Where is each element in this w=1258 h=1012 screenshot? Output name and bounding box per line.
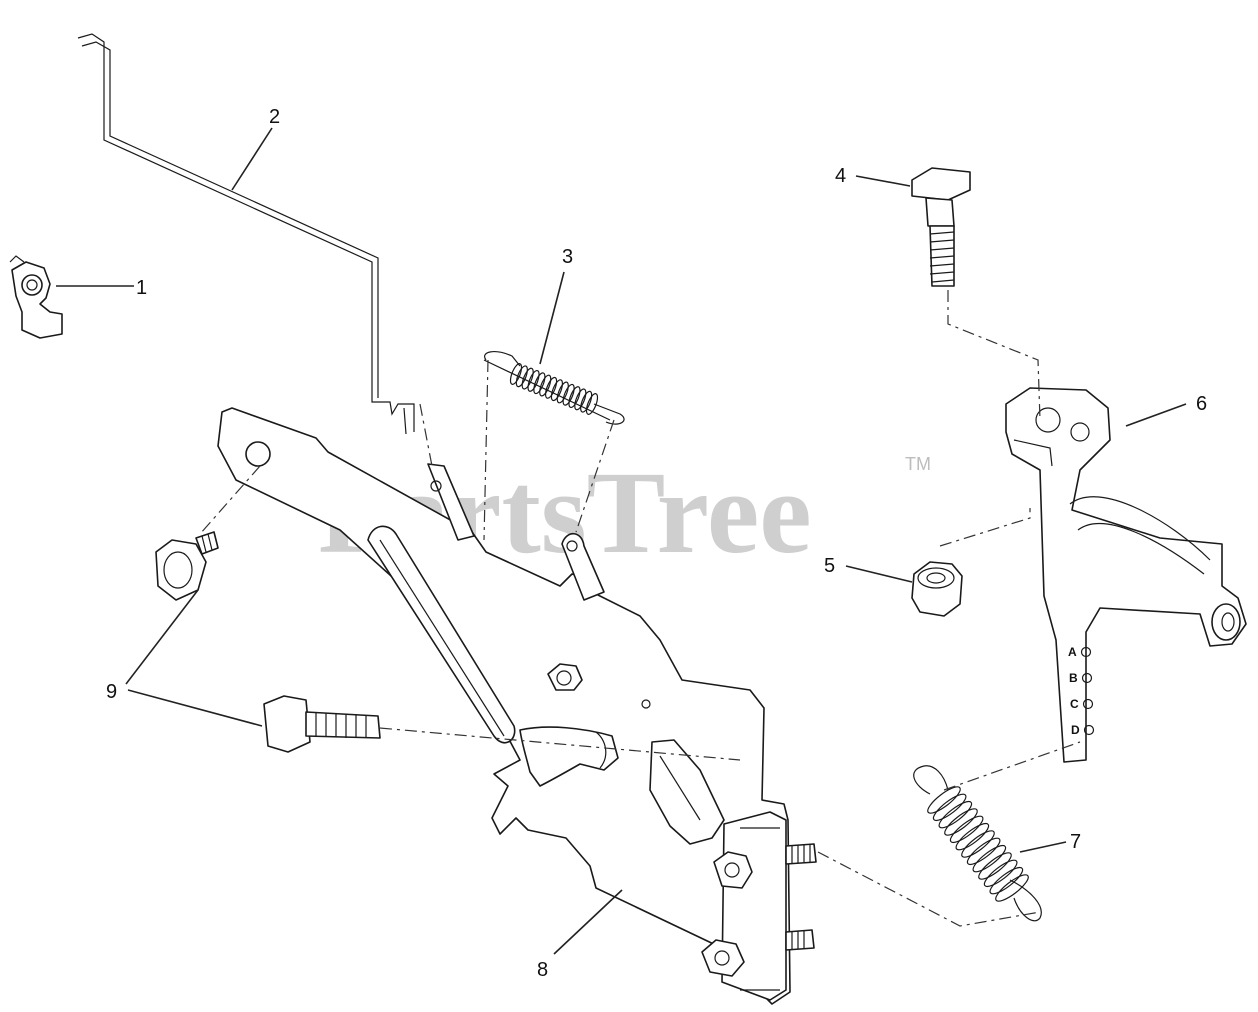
spring-coil: [989, 866, 1024, 895]
spring-coil: [568, 386, 581, 409]
spring-coil: [966, 837, 1001, 866]
spring-coil: [574, 388, 587, 411]
part-2-rod[interactable]: [77, 33, 415, 435]
leader-lines: [56, 127, 1187, 955]
spring-coil: [927, 786, 961, 814]
spring-coil: [949, 815, 984, 844]
spring-coil: [580, 390, 593, 413]
part-3-spring[interactable]: [483, 351, 625, 425]
spring-coil: [585, 393, 599, 415]
spring-coil: [955, 822, 990, 851]
spring-coil: [932, 793, 967, 822]
spring-coil: [983, 859, 1018, 888]
spring-coil: [562, 383, 575, 406]
spring-coil: [550, 379, 564, 402]
hole-label-b: B: [1069, 671, 1078, 685]
callout-6: 6: [1196, 393, 1207, 415]
spring-coil: [521, 367, 534, 390]
part-1-clamp[interactable]: [9, 255, 63, 339]
callout-4: 4: [835, 165, 846, 187]
spring-coil: [509, 363, 523, 385]
hole-label-a: A: [1068, 645, 1077, 659]
spring-coil: [938, 800, 973, 829]
hole-label-d: D: [1071, 723, 1080, 737]
assembly-lines: [199, 290, 1081, 927]
spring-coil: [944, 808, 978, 836]
spring-coil: [978, 852, 1012, 880]
spring-coil: [539, 374, 552, 397]
callout-1: 1: [136, 277, 147, 299]
part-5-nut[interactable]: [911, 561, 963, 617]
callout-8: 8: [537, 959, 548, 981]
callout-2: 2: [269, 106, 280, 128]
spring-coil: [961, 830, 995, 858]
spring-coil: [556, 381, 569, 404]
part-4-t-bolt[interactable]: [911, 167, 971, 287]
part-9-bolt-lower[interactable]: [263, 695, 381, 753]
callout-5: 5: [824, 555, 835, 577]
callout-labels: 1 2 3 4 5 6 7 8 9: [106, 106, 1207, 981]
spring-coil: [972, 844, 1007, 873]
hole-label-c: C: [1070, 697, 1079, 711]
spring-coil: [544, 376, 558, 399]
callout-3: 3: [562, 246, 573, 268]
callout-9: 9: [106, 681, 117, 703]
spring-coil: [533, 372, 546, 395]
part-7-spring[interactable]: [913, 765, 1042, 922]
part-6-adjust-bracket[interactable]: A B C D: [1005, 387, 1247, 763]
spring-coil: [995, 874, 1029, 902]
part-8-bracket[interactable]: [217, 407, 817, 1005]
spring-coil: [527, 369, 540, 392]
spring-coil: [515, 365, 528, 388]
part-9-bolt-upper[interactable]: [155, 531, 219, 601]
watermark-trademark: TM: [905, 454, 931, 474]
callout-7: 7: [1070, 831, 1081, 853]
